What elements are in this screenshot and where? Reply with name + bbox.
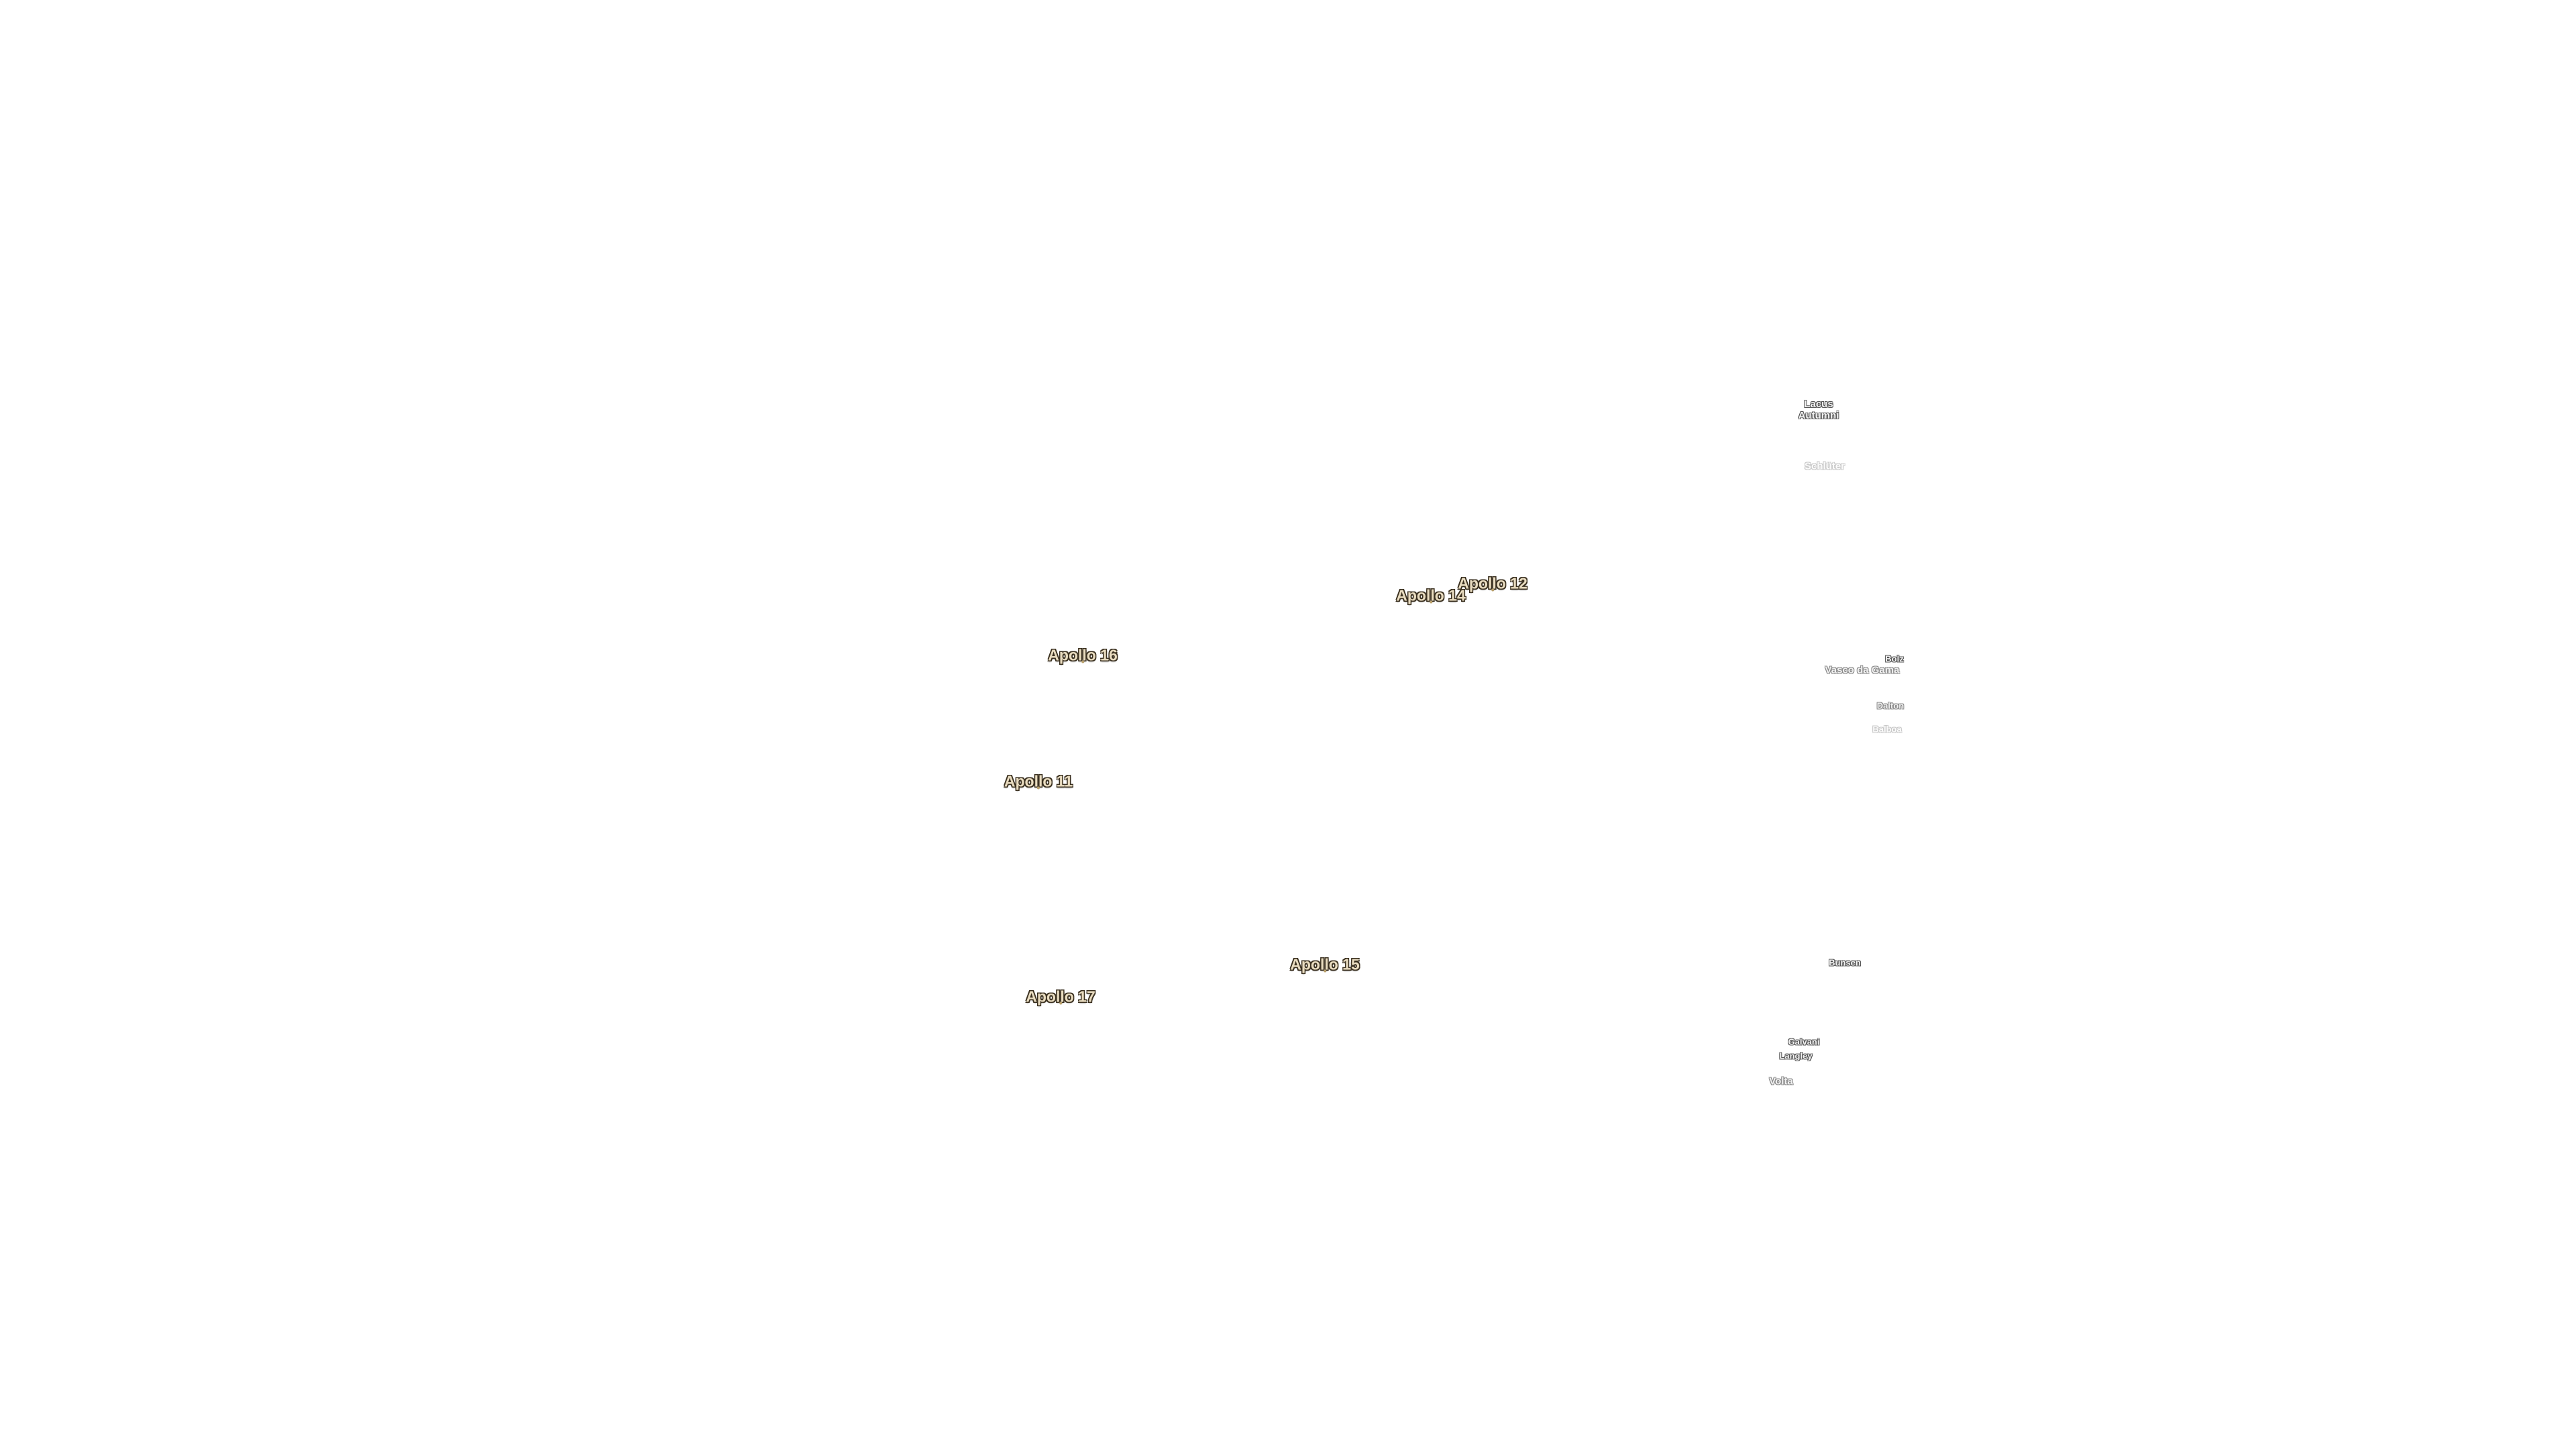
feature-langley[interactable]: Langley [1779,1051,1813,1061]
feature-dalton[interactable]: Dalton [1876,700,1904,711]
landing-site-apollo-14[interactable]: Apollo 14 [1396,588,1466,604]
landing-site-marker [1491,588,1494,592]
feature-vasco-da-gama[interactable]: Vasco da Gama [1825,664,1900,676]
landing-site-apollo-12[interactable]: Apollo 12 [1458,576,1527,592]
feature-volta[interactable]: Volta [1769,1075,1793,1087]
landing-site-label: Apollo 12 [1458,574,1527,592]
landing-site-label: Apollo 16 [1048,646,1118,664]
landing-site-label: Apollo 15 [1290,955,1360,973]
feature-label-line: Lacus [1804,398,1833,410]
landing-site-label: Apollo 17 [1026,987,1095,1006]
feature-galvani[interactable]: Galvani [1788,1036,1820,1047]
landing-site-marker [1037,786,1040,790]
feature-lacus-autumni[interactable]: Lacus Autumni [1799,398,1839,422]
landing-site-label: Apollo 14 [1396,586,1466,604]
feature-bolz[interactable]: Bolz [1885,653,1904,664]
landing-site-marker [1059,1002,1062,1005]
landing-site-marker [1081,660,1084,663]
feature-bunsen[interactable]: Bunsen [1829,957,1861,968]
landing-site-apollo-16[interactable]: Apollo 16 [1048,646,1118,664]
landing-site-marker [1429,600,1432,604]
landing-site-apollo-11[interactable]: Apollo 11 [1004,772,1073,790]
landing-site-apollo-17[interactable]: Apollo 17 [1026,989,1095,1005]
feature-schluter[interactable]: Schlüter [1804,460,1845,472]
landing-site-marker [1323,969,1326,973]
landing-site-apollo-15[interactable]: Apollo 15 [1290,957,1360,973]
feature-balboa[interactable]: Balboa [1872,724,1902,735]
feature-label-line: Autumni [1798,410,1839,421]
landing-site-label: Apollo 11 [1004,772,1073,790]
